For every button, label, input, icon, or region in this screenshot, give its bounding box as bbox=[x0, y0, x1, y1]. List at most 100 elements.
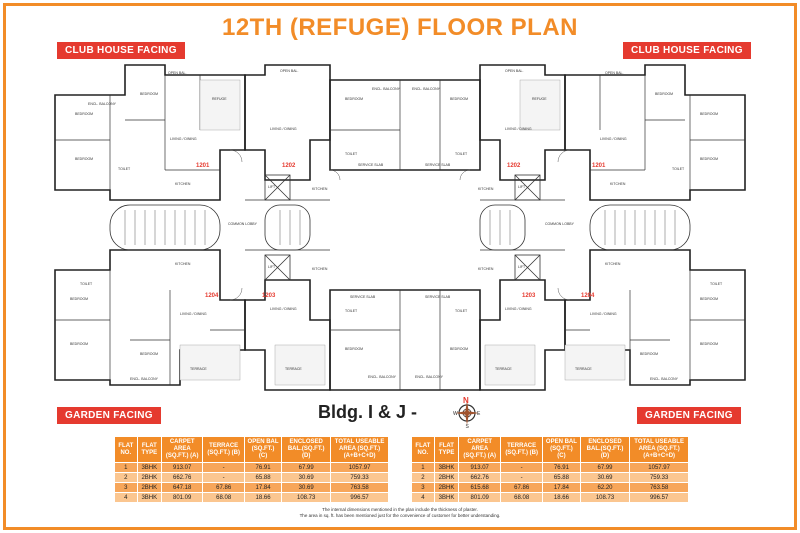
cell: 763.58 bbox=[629, 482, 689, 493]
cell: 3BHK bbox=[136, 462, 162, 473]
bedroom-label-2: BEDROOM bbox=[75, 157, 93, 161]
table-row: 1 3BHK 913.07 - 76.91 67.99 1057.97 bbox=[411, 462, 689, 473]
cell: 18.66 bbox=[243, 492, 283, 503]
unit-1203-right: 1203 bbox=[522, 293, 536, 299]
col-terrace: TERRACE (SQ.FT.) (B) bbox=[202, 436, 245, 463]
cell: 2 bbox=[411, 472, 435, 483]
toilet-label-5: TOILET bbox=[345, 309, 358, 313]
bedroom-label-4: BEDROOM bbox=[70, 342, 88, 346]
compass-icon: W E S bbox=[453, 401, 481, 428]
toilet-label-4: TOILET bbox=[455, 152, 468, 156]
cell: 65.88 bbox=[542, 472, 581, 483]
kitchen-label-2: KITCHEN bbox=[175, 262, 191, 266]
lift-label-2: LIFT bbox=[268, 265, 276, 269]
encl-balcony-label-1: ENCL. BALCONY bbox=[88, 102, 117, 106]
toilet-label-1: TOILET bbox=[80, 282, 93, 286]
col-open-bal: OPEN BAL (SQ.FT.) (C) bbox=[542, 436, 581, 463]
cell: 2BHK bbox=[136, 472, 162, 483]
open-bal-label-4: OPEN BAL. bbox=[605, 71, 624, 75]
col-flat-no: FLAT NO. bbox=[411, 436, 435, 463]
cell: 68.08 bbox=[202, 492, 245, 503]
cell: 801.09 bbox=[160, 492, 204, 503]
cell: 996.57 bbox=[330, 492, 389, 503]
open-bal-label-2: OPEN BAL. bbox=[280, 69, 299, 73]
cell: 3BHK bbox=[136, 492, 162, 503]
terrace-label-4: TERRACE bbox=[575, 367, 592, 371]
service-slab-label-2: SERVICE SLAB bbox=[425, 163, 451, 167]
encl-balcony-label-2: ENCL. BALCONY bbox=[372, 87, 401, 91]
common-lobby-left: COMMON LOBBY bbox=[228, 222, 258, 226]
footnote-area: The area in sq. ft. has been mentioned j… bbox=[299, 513, 501, 518]
lift-label-3: LIFT bbox=[518, 185, 526, 189]
terrace-label-3: TERRACE bbox=[495, 367, 512, 371]
service-slab-label-1: SERVICE SLAB bbox=[358, 163, 384, 167]
cell: 2BHK bbox=[136, 482, 162, 493]
bedroom-label-6: BEDROOM bbox=[140, 352, 158, 356]
floor-plan-drawing: REFUGE REFUGE LIFT LIFT LIFT LIFT COMMON… bbox=[54, 64, 746, 391]
cell: 18.66 bbox=[542, 492, 581, 503]
lift-label-1: LIFT bbox=[268, 185, 276, 189]
cell: - bbox=[500, 472, 544, 483]
cell: 763.58 bbox=[330, 482, 389, 493]
unit-numbers: 1201 1202 1204 1203 1202 1201 1203 1204 bbox=[196, 163, 606, 299]
service-slab-label-3: SERVICE SLAB bbox=[350, 295, 376, 299]
bedroom-label-11: BEDROOM bbox=[655, 92, 673, 96]
cell: 3BHK bbox=[433, 492, 460, 503]
cell: 68.08 bbox=[500, 492, 544, 503]
cell: 76.91 bbox=[243, 462, 283, 473]
table-row: 3 2BHK 615.68 67.86 17.84 62.20 763.58 bbox=[411, 482, 689, 493]
col-total-area: TOTAL USEABLE AREA (SQ.FT.) (A+B+C+D) bbox=[330, 436, 389, 463]
cell: 108.73 bbox=[579, 492, 631, 503]
table-row: 2 2BHK 662.76 - 65.88 30.69 759.33 bbox=[411, 472, 689, 483]
compass-e: E bbox=[477, 411, 481, 417]
cell: 17.84 bbox=[243, 482, 283, 493]
cell: 913.07 bbox=[160, 462, 204, 473]
unit-1202-right: 1202 bbox=[507, 163, 521, 169]
area-table-right: FLAT NO. FLAT TYPE CARPET AREA (SQ.FT.) … bbox=[411, 436, 689, 503]
col-flat-type: FLAT TYPE bbox=[136, 436, 162, 463]
cell: 30.69 bbox=[281, 482, 332, 493]
col-flat-type: FLAT TYPE bbox=[433, 436, 460, 463]
bedroom-label-15: BEDROOM bbox=[700, 342, 718, 346]
compass-s: S bbox=[466, 424, 470, 428]
kitchen-label-6: KITCHEN bbox=[478, 267, 494, 271]
cell: 3BHK bbox=[433, 462, 460, 473]
col-enclosed-bal: ENCLOSED BAL.(SQ.FT.) (D) bbox=[281, 436, 332, 463]
living-label-6: LIVING / DINING bbox=[505, 307, 532, 311]
cell: 2BHK bbox=[433, 472, 460, 483]
living-label-7: LIVING / DINING bbox=[600, 137, 627, 141]
cell: 662.76 bbox=[160, 472, 204, 483]
unit-1202-left: 1202 bbox=[282, 163, 296, 169]
col-open-bal: OPEN BAL (SQ.FT.) (C) bbox=[243, 436, 283, 463]
cell: 1057.97 bbox=[330, 462, 389, 473]
unit-1203-left: 1203 bbox=[262, 293, 276, 299]
encl-balcony-label-5: ENCL. BALCONY bbox=[130, 377, 159, 381]
kitchen-label-3: KITCHEN bbox=[312, 187, 328, 191]
cell: 4 bbox=[411, 492, 435, 503]
cell: 3 bbox=[114, 482, 138, 493]
cell: 67.86 bbox=[202, 482, 245, 493]
toilet-label-8: TOILET bbox=[710, 282, 723, 286]
living-label-5: LIVING / DINING bbox=[505, 127, 532, 131]
common-lobby-right: COMMON LOBBY bbox=[545, 222, 575, 226]
cell: 759.33 bbox=[330, 472, 389, 483]
cell: 615.68 bbox=[458, 482, 502, 493]
toilet-label-7: TOILET bbox=[672, 167, 685, 171]
cell: 3 bbox=[411, 482, 435, 493]
cell: 67.99 bbox=[281, 462, 332, 473]
bedroom-label-16: BEDROOM bbox=[640, 352, 658, 356]
open-bal-label-3: OPEN BAL. bbox=[505, 69, 524, 73]
cell: 65.88 bbox=[243, 472, 283, 483]
bedroom-label-1: BEDROOM bbox=[75, 112, 93, 116]
refuge-label-left: REFUGE bbox=[212, 97, 227, 101]
col-carpet-area: CARPET AREA (SQ.FT.) (A) bbox=[160, 436, 204, 463]
bedroom-label-10: BEDROOM bbox=[450, 347, 468, 351]
unit-1201-left: 1201 bbox=[196, 163, 210, 169]
col-total-area: TOTAL USEABLE AREA (SQ.FT.) (A+B+C+D) bbox=[629, 436, 689, 463]
kitchen-label-1: KITCHEN bbox=[175, 182, 191, 186]
cell: 67.99 bbox=[579, 462, 631, 473]
cell: 2 bbox=[114, 472, 138, 483]
table-row: 1 3BHK 913.07 - 76.91 67.99 1057.97 bbox=[114, 462, 389, 473]
terrace-label-1: TERRACE bbox=[190, 367, 207, 371]
living-label-2: LIVING / DINING bbox=[180, 312, 207, 316]
